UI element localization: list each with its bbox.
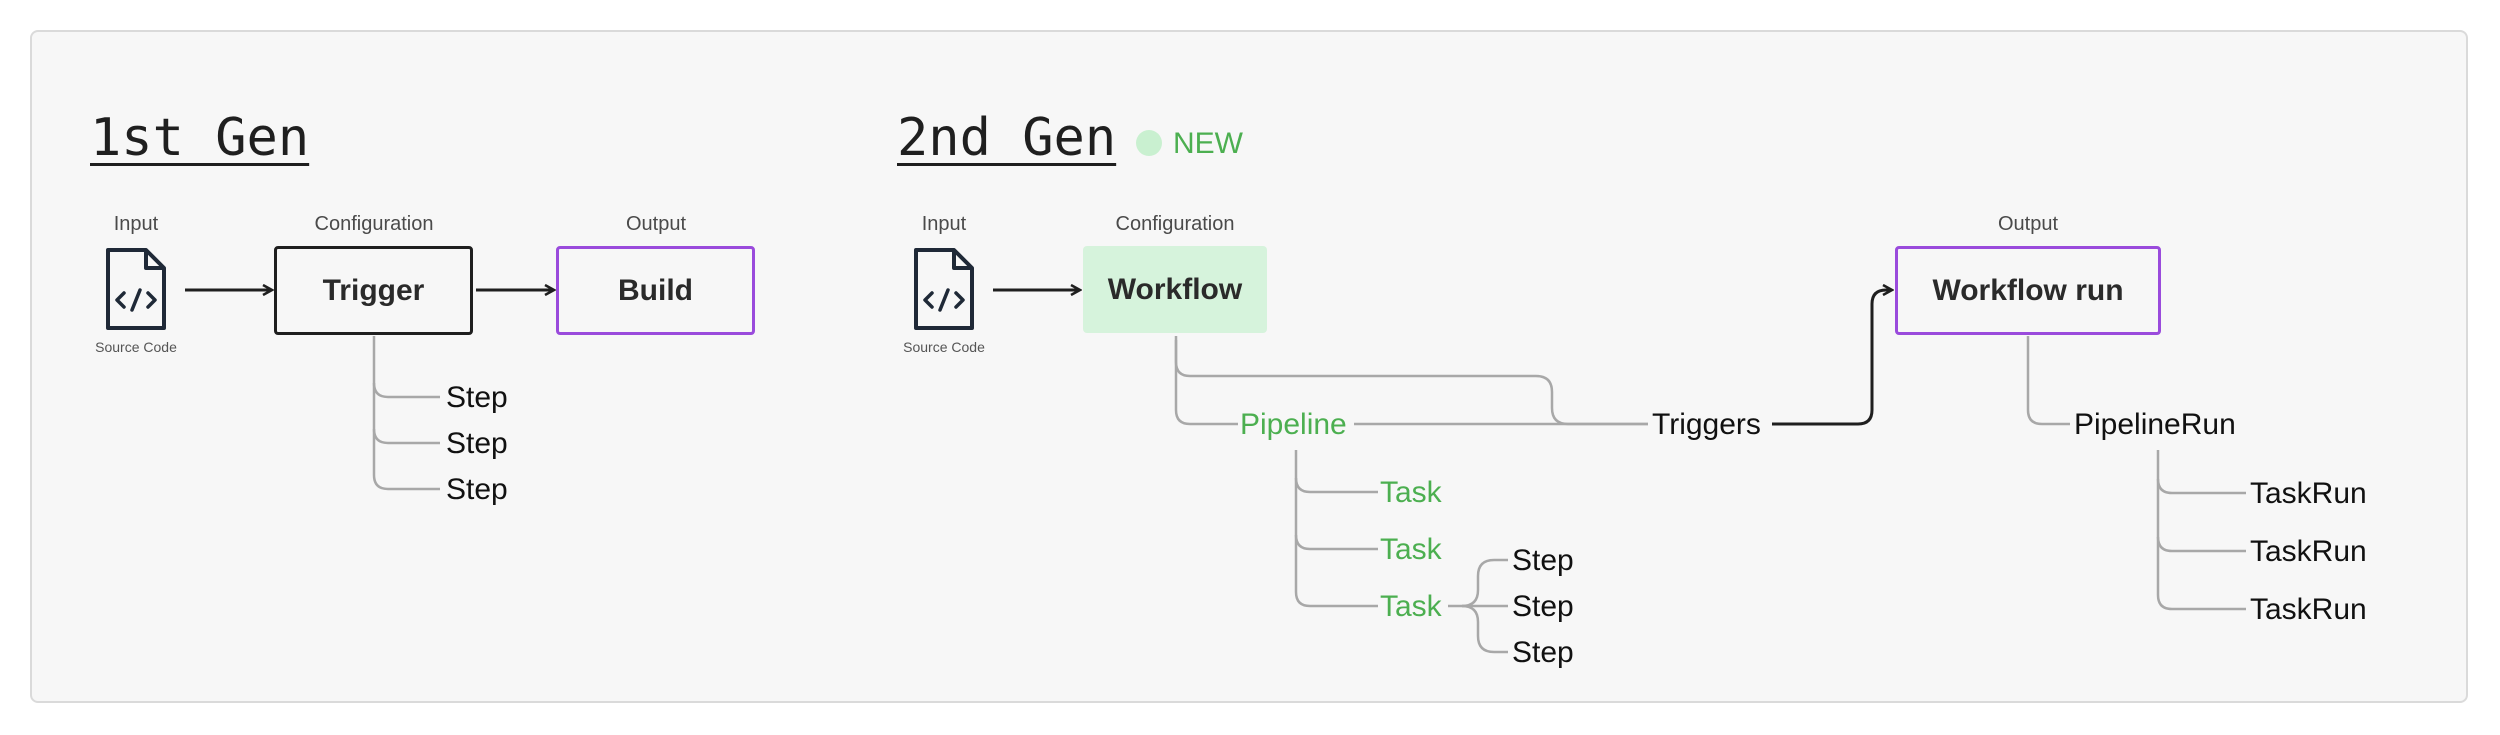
trigger-step-tree bbox=[372, 336, 440, 491]
task-step-1: Step bbox=[1512, 544, 1574, 577]
task-node-3: Task bbox=[1380, 590, 1442, 623]
workflow-run-tree bbox=[2026, 336, 2070, 426]
gen1-config-label: Configuration bbox=[314, 213, 434, 235]
arrow-triggers-to-workflow-run bbox=[1772, 290, 1892, 426]
diagram-panel bbox=[30, 30, 2468, 703]
workflow-box: Workflow bbox=[1083, 246, 1267, 333]
new-badge: NEW bbox=[1173, 127, 1243, 160]
gen1-step-2: Step bbox=[446, 427, 508, 460]
gen2-input-label: Input bbox=[921, 213, 967, 235]
task-step-brace bbox=[1448, 558, 1508, 654]
gen1-step-3: Step bbox=[446, 473, 508, 506]
pipeline-run-taskrun-tree bbox=[2156, 450, 2246, 611]
workflow-run-box: Workflow run bbox=[1895, 246, 2161, 335]
gen2-source-code-caption: Source Code bbox=[903, 339, 985, 355]
gen2-title: 2nd Gen bbox=[897, 108, 1117, 168]
build-box: Build bbox=[556, 246, 755, 335]
task-run-1: TaskRun bbox=[2250, 477, 2367, 510]
pipeline-run-node: PipelineRun bbox=[2074, 408, 2236, 441]
gen2-config-label: Configuration bbox=[1115, 213, 1235, 235]
new-badge-dot bbox=[1136, 130, 1162, 156]
source-code-file-icon bbox=[912, 246, 976, 332]
task-node-2: Task bbox=[1380, 533, 1442, 566]
task-run-3: TaskRun bbox=[2250, 593, 2367, 626]
source-code-file-icon bbox=[104, 246, 168, 332]
task-run-2: TaskRun bbox=[2250, 535, 2367, 568]
pipeline-node: Pipeline bbox=[1240, 408, 1347, 441]
task-node-1: Task bbox=[1380, 476, 1442, 509]
triggers-node: Triggers bbox=[1652, 408, 1761, 441]
trigger-box: Trigger bbox=[274, 246, 473, 335]
workflow-branches bbox=[1174, 336, 1648, 426]
gen1-title: 1st Gen bbox=[90, 108, 310, 168]
gen1-output-label: Output bbox=[625, 213, 687, 235]
gen1-input-label: Input bbox=[113, 213, 159, 235]
task-step-3: Step bbox=[1512, 636, 1574, 669]
gen1-step-1: Step bbox=[446, 381, 508, 414]
task-step-2: Step bbox=[1512, 590, 1574, 623]
pipeline-task-tree bbox=[1294, 450, 1378, 608]
gen2-output-label: Output bbox=[1997, 213, 2059, 235]
gen1-source-code-caption: Source Code bbox=[95, 339, 177, 355]
